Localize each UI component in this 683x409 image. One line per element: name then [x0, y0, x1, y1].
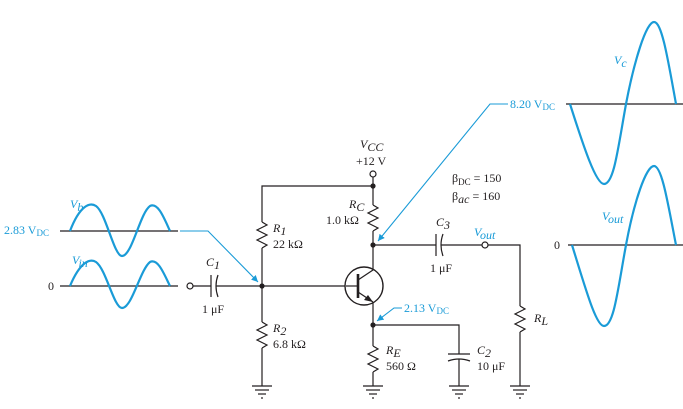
rl-zigzag	[513, 305, 527, 333]
resistor-rl: RL	[488, 244, 548, 386]
resistor-rc: RC 1.0 kΩ	[326, 186, 380, 270]
ground-rl	[510, 385, 530, 399]
c2-top-wire	[373, 324, 460, 354]
r1-value: 22 kΩ	[273, 237, 303, 251]
vcc-value: +12 V	[356, 154, 387, 168]
vout-node-label: Vout	[474, 225, 496, 242]
vcc-label: VCC	[360, 137, 384, 154]
top-rail-wire	[261, 177, 374, 222]
rc-zigzag	[366, 204, 380, 232]
input-waveform-level: 0	[48, 279, 54, 293]
base-waveform-curve	[68, 203, 171, 258]
c3-label: C3	[436, 215, 450, 232]
ground-c2	[449, 385, 469, 399]
base-level-leader	[180, 230, 259, 283]
output-waveform: Vout 0	[554, 164, 683, 328]
output-waveform-curve	[570, 164, 678, 328]
collector-waveform-level: 8.20 VDC	[510, 97, 555, 112]
emitter-level-leader	[376, 307, 402, 322]
emitter-level-annotation: 2.13 VDC	[376, 301, 449, 322]
collector-waveform-label: Vc	[614, 53, 627, 70]
c2-label: C2	[477, 343, 491, 360]
collector-level-leader	[377, 103, 508, 242]
transistor-collector-lead	[357, 269, 374, 281]
vout-terminal	[481, 241, 489, 249]
input-terminal	[186, 282, 194, 290]
base-waveform-level: 2.83 VDC	[4, 223, 49, 238]
capacitor-c2: C2 10 μF	[373, 324, 505, 386]
ground-r2	[252, 385, 272, 399]
r1-label: R1	[272, 221, 286, 238]
r2-zigzag	[255, 321, 269, 349]
input-waveform-label: Vin	[72, 253, 88, 270]
rl-top-wire	[488, 244, 521, 306]
transistor-body	[344, 266, 384, 306]
resistor-re: RE 560 Ω	[366, 325, 416, 386]
r2-value: 6.8 kΩ	[273, 337, 306, 351]
collector-waveform: Vc 8.20 VDC	[510, 20, 683, 186]
vcc-terminal	[369, 170, 377, 178]
base-waveform-label: Vb	[70, 197, 83, 214]
re-label: RE	[385, 343, 401, 360]
resistor-r1: R1 22 kΩ	[255, 221, 303, 286]
resistor-r2: R2 6.8 kΩ	[255, 286, 306, 386]
r1-zigzag	[255, 221, 269, 249]
c3-value: 1 μF	[430, 261, 452, 275]
capacitor-c1: C1 1 μF	[186, 255, 346, 316]
c1-label: C1	[206, 255, 220, 272]
r2-label: R2	[272, 321, 286, 338]
collector-waveform-curve	[568, 20, 678, 186]
output-waveform-label: Vout	[602, 209, 624, 226]
npn-transistor	[344, 266, 384, 325]
beta-values: βDC = 150 βac = 160	[452, 171, 501, 206]
rc-value: 1.0 kΩ	[326, 213, 359, 227]
input-waveform-curve	[68, 259, 171, 310]
vout-terminal-group: Vout	[474, 225, 496, 249]
base-waveform: Vb 2.83 VDC	[4, 197, 178, 258]
rl-label: RL	[533, 311, 548, 328]
input-waveform: Vin 0	[48, 253, 178, 310]
vcc-supply: VCC +12 V	[356, 137, 387, 178]
c2-value: 10 μF	[477, 359, 505, 373]
capacitor-c3: C3 1 μF	[373, 215, 482, 275]
ground-re	[363, 385, 383, 399]
c1-value: 1 μF	[202, 302, 224, 316]
emitter-level-label: 2.13 VDC	[404, 301, 449, 316]
output-waveform-level: 0	[554, 238, 560, 252]
rc-label: RC	[348, 197, 365, 214]
beta-dc: βDC = 150	[452, 171, 501, 187]
re-value: 560 Ω	[386, 359, 416, 373]
re-zigzag	[366, 345, 380, 373]
transistor-emitter-arrow	[364, 295, 373, 302]
beta-ac: βac = 160	[452, 189, 500, 206]
